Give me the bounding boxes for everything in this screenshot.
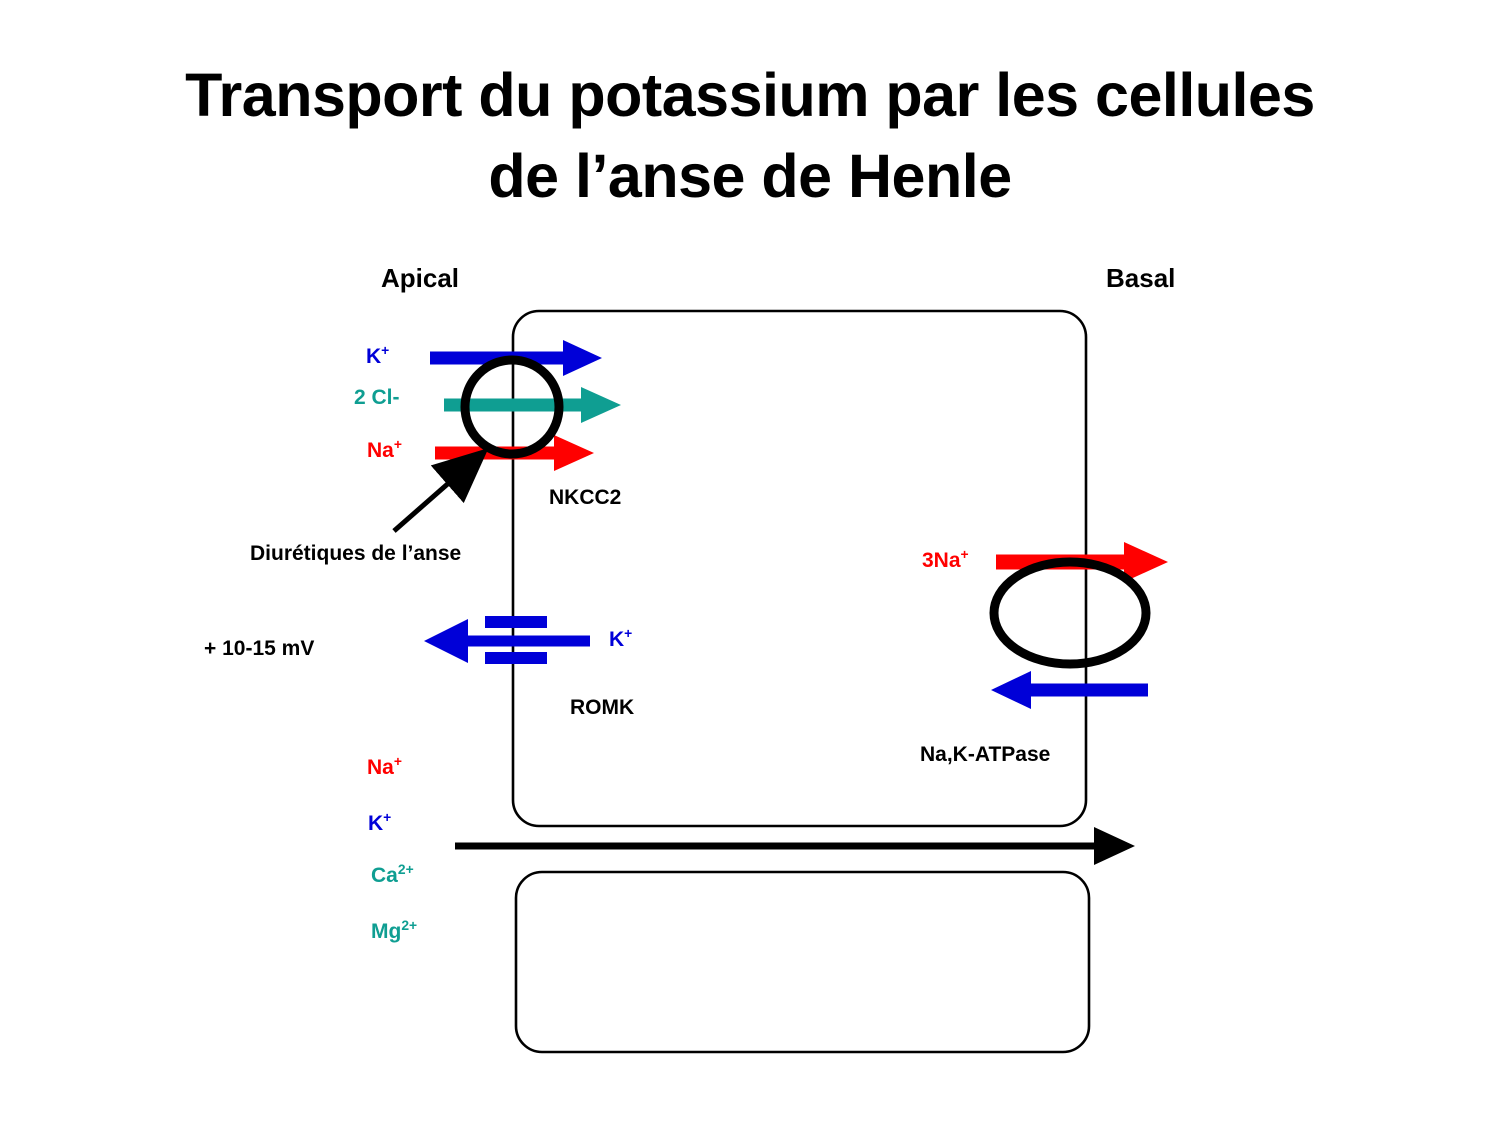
loop-diuretic-pointer-arrow (392, 448, 489, 533)
paracellular-ion-potassium-charge: + (383, 809, 392, 825)
romk-channel-symbol (485, 616, 547, 664)
paracellular-ion-magnesium-charge: 2+ (401, 917, 418, 933)
paracellular-ion-potassium-text: K (368, 812, 384, 835)
paracellular-ion-magnesium-text: Mg (371, 920, 402, 943)
paracellular-ion-sodium-charge: + (393, 753, 402, 769)
paracellular-transport-arrow (455, 827, 1135, 865)
nkcc2-name-label: NKCC2 (549, 486, 622, 509)
paracellular-ion-calcium: Ca2+ (371, 862, 414, 887)
interstitium-box (514, 870, 1091, 1054)
apical-side-label: Apical (381, 263, 460, 293)
transepithelial-voltage-label: + 10-15 mV (204, 637, 315, 660)
na-k-atpase-pump-symbol (989, 557, 1151, 669)
atpase-sodium-label-text: 3Na (922, 549, 961, 572)
nkcc2-chloride-label: 2 Cl- (354, 387, 400, 408)
loop-diuretic-label: Diurétiques de l’anse (250, 542, 462, 565)
romk-potassium-efflux-arrow (424, 619, 590, 663)
paracellular-ion-calcium-charge: 2+ (397, 861, 414, 877)
na-k-atpase-name-label: Na,K-ATPase (920, 743, 1051, 766)
title-line-2: de l’anse de Henle (488, 142, 1012, 211)
nkcc2-sodium-label-text: Na (367, 439, 394, 462)
basal-side-label: Basal (1106, 263, 1176, 293)
atpase-sodium-charge: + (960, 546, 969, 562)
romk-potassium-label-text: K (609, 628, 625, 651)
romk-potassium-label: K+ (609, 626, 632, 651)
romk-name-label: ROMK (570, 696, 635, 719)
nkcc2-sodium-charge: + (393, 436, 402, 452)
paracellular-ion-sodium: Na+ (367, 754, 402, 779)
atpase-potassium-influx-arrow (991, 671, 1148, 709)
paracellular-ion-potassium: K+ (368, 810, 391, 835)
nkcc2-potassium-label-text: K (366, 345, 382, 368)
page-title: Transport du potassium par les cellules … (60, 55, 1440, 217)
paracellular-ion-calcium-text: Ca (371, 864, 398, 887)
nkcc2-potassium-label: K+ (366, 343, 389, 368)
nkcc2-sodium-label: Na+ (367, 437, 402, 462)
nkcc2-transporter-symbol (460, 355, 564, 459)
nkcc2-chloride-label-text: 2 Cl- (354, 386, 400, 409)
nkcc2-potassium-charge: + (381, 342, 390, 358)
atpase-sodium-label: 3Na+ (922, 547, 969, 572)
title-line-1: Transport du potassium par les cellules (185, 61, 1315, 129)
paracellular-ion-magnesium: Mg2+ (371, 918, 417, 943)
paracellular-ion-sodium-text: Na (367, 756, 394, 779)
romk-potassium-charge: + (624, 625, 633, 641)
